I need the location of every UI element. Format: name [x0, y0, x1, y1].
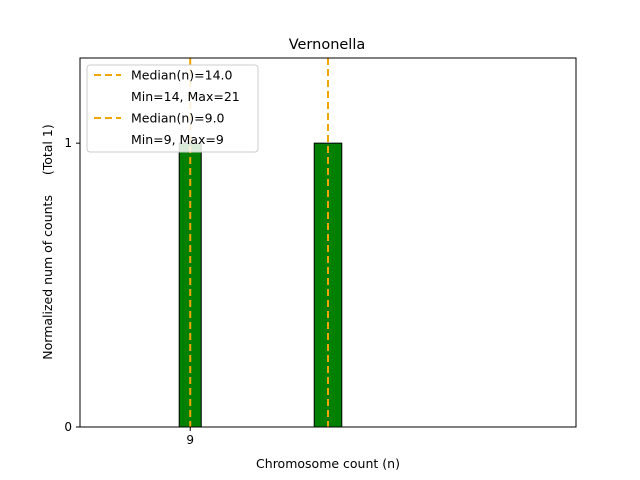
axes-frame — [79, 57, 577, 428]
y-axis-label: Normalized num of counts (Total 1) — [40, 124, 55, 359]
plot-area — [178, 58, 343, 428]
legend-label-1: Min=14, Max=21 — [131, 89, 240, 104]
legend-box — [86, 64, 259, 153]
legend-label-0: Median(n)=14.0 — [131, 68, 232, 83]
legend-label-3: Min=9, Max=9 — [131, 132, 224, 147]
y-tick-label-0: 0 — [64, 420, 72, 434]
legend-label-2: Median(n)=9.0 — [131, 111, 225, 126]
x-axis-ticks: 9 — [186, 427, 194, 447]
y-axis-ticks: 01 — [64, 136, 80, 434]
chart-title: Vernonella — [289, 37, 366, 53]
x-tick-label-0: 9 — [186, 433, 194, 447]
x-axis-label: Chromosome count (n) — [256, 456, 400, 471]
y-tick-label-1: 1 — [64, 136, 72, 150]
